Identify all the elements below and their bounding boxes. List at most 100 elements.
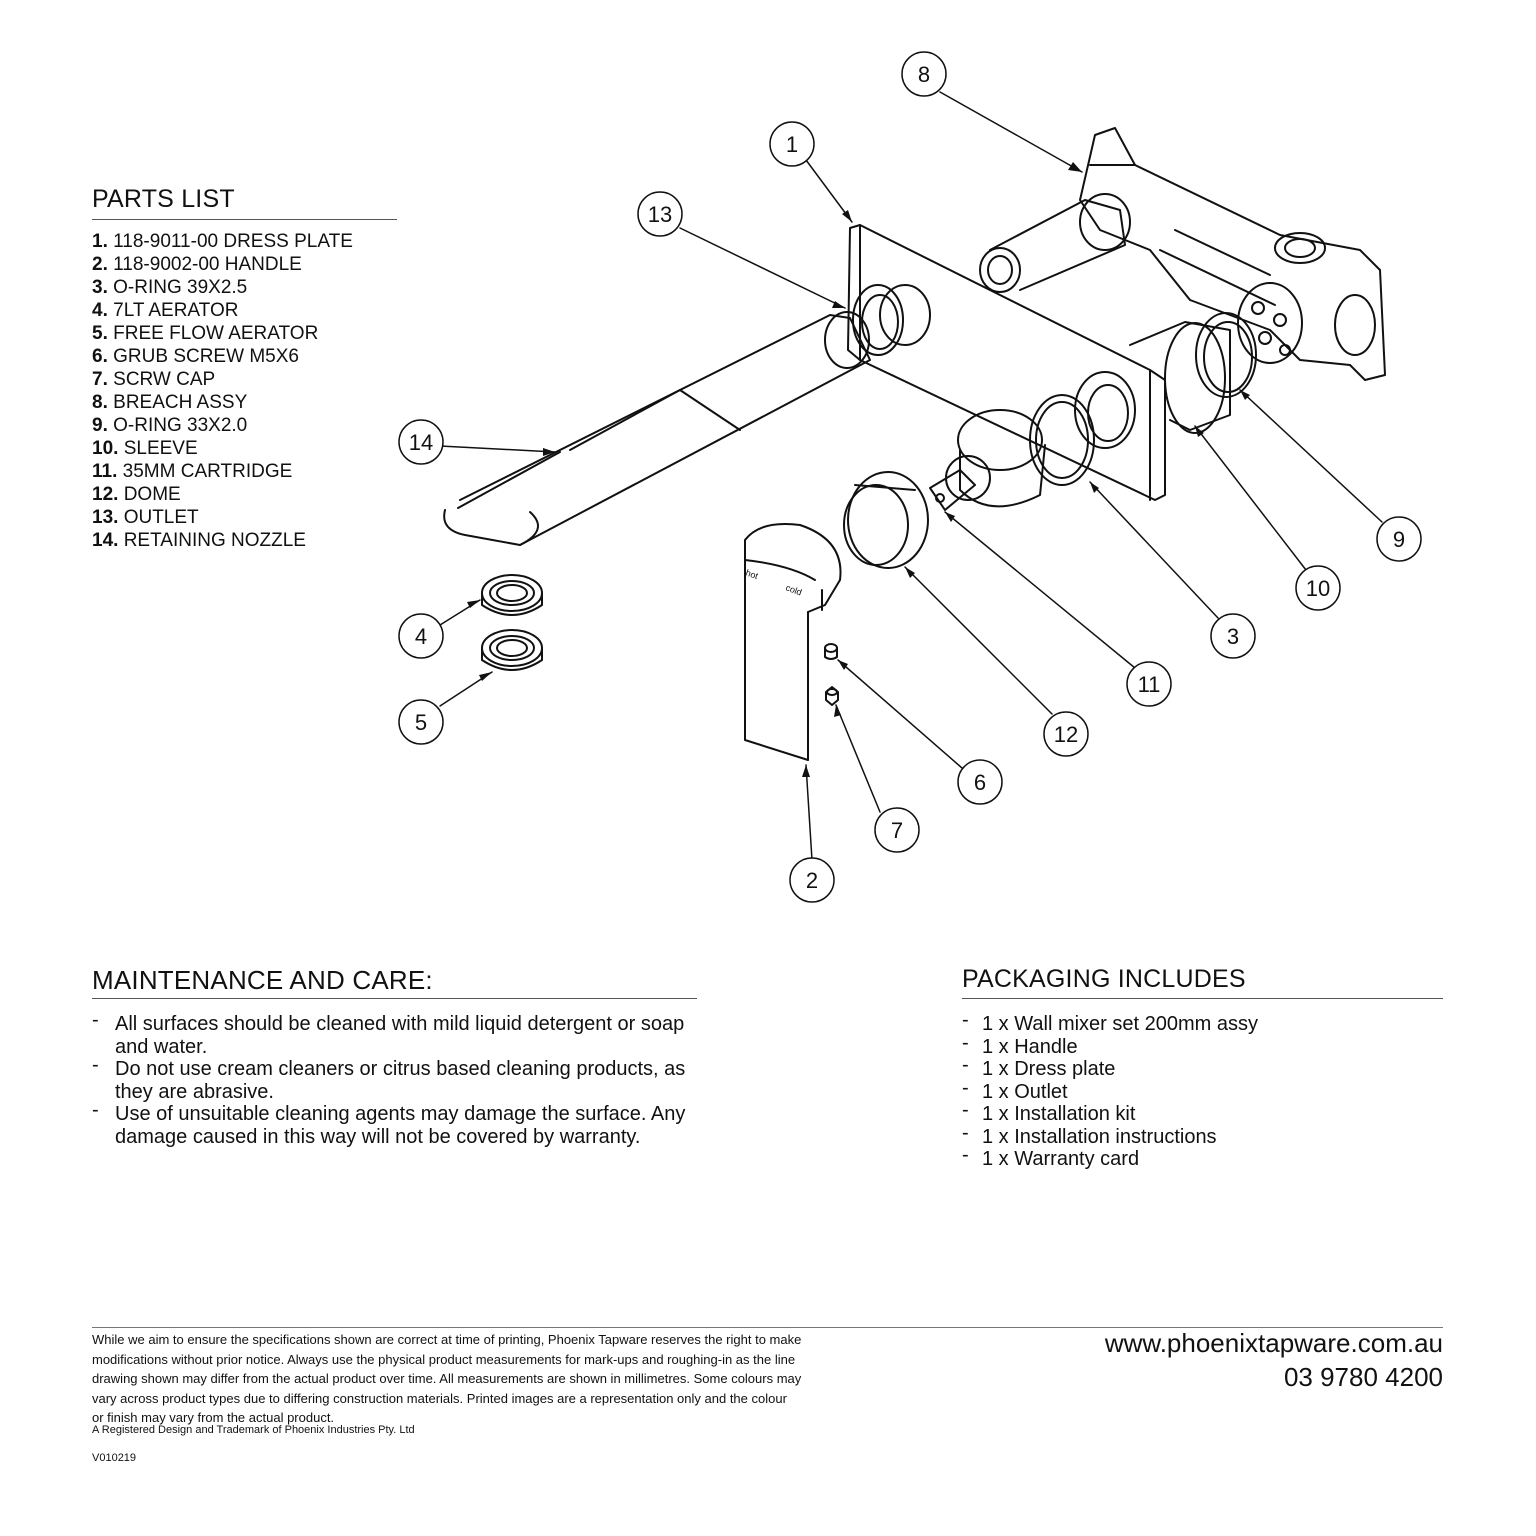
- callout-12: [1043, 711, 1089, 757]
- callout-label-2: 2: [806, 868, 818, 893]
- packaging-divider: [962, 998, 1443, 999]
- part-description: 118-9002-00 HANDLE: [113, 254, 302, 275]
- part-number: 11.: [92, 461, 118, 482]
- part-number: 8.: [92, 392, 108, 413]
- parts-list-item: 3. O-RING 39X2.5: [92, 276, 353, 299]
- parts-list-item: 10. SLEEVE: [92, 437, 353, 460]
- packaging-item: 1 x Wall mixer set 200mm assy: [962, 1009, 1258, 1036]
- callout-label-12: 12: [1054, 722, 1078, 747]
- part-number: 9.: [92, 415, 108, 436]
- version-code: V010219: [92, 1452, 137, 1464]
- sleeve-part: [1129, 312, 1257, 434]
- parts-list-item: 14. RETAINING NOZZLE: [92, 529, 353, 552]
- part-description: GRUB SCREW M5X6: [113, 346, 299, 367]
- part-number: 13.: [92, 507, 119, 528]
- maintenance-title: MAINTENANCE AND CARE:: [92, 965, 433, 995]
- maintenance-list: All surfaces should be cleaned with mild…: [92, 1009, 702, 1148]
- cold-marking: cold: [784, 582, 803, 597]
- callout-label-5: 5: [415, 710, 427, 735]
- grub-screw-part: [824, 643, 838, 660]
- callout-13: [637, 191, 683, 237]
- o-ring-part: [1029, 394, 1095, 486]
- callout-label-8: 8: [918, 62, 930, 87]
- part-description: DOME: [123, 484, 181, 505]
- part-description: SCRW CAP: [113, 369, 216, 390]
- part-number: 3.: [92, 277, 108, 298]
- packaging-item: 1 x Installation instructions: [962, 1122, 1258, 1149]
- callout-14: [398, 419, 444, 465]
- packaging-item: 1 x Outlet: [962, 1077, 1258, 1104]
- aerator-7lt-part: [481, 574, 543, 616]
- part-number: 12.: [92, 484, 119, 505]
- part-number: 7.: [92, 369, 108, 390]
- part-description: 118-9011-00 DRESS PLATE: [113, 231, 353, 252]
- cartridge-part: [929, 409, 1046, 511]
- parts-list-item: 7. SCRW CAP: [92, 368, 353, 391]
- parts-list-item: 12. DOME: [92, 483, 353, 506]
- footer-divider: [92, 1327, 1443, 1328]
- callout-3: [1210, 613, 1256, 659]
- callout-label-11: 11: [1138, 672, 1161, 697]
- exploded-parts-diagram: hot cold: [398, 51, 1422, 903]
- maintenance-item: All surfaces should be cleaned with mild…: [92, 1009, 702, 1058]
- callout-5: [398, 699, 444, 745]
- parts-list-title: PARTS LIST: [92, 185, 235, 213]
- part-description: BREACH ASSY: [113, 392, 248, 413]
- outlet-part: [459, 284, 904, 546]
- callout-6: [957, 759, 1003, 805]
- callout-label-6: 6: [974, 770, 986, 795]
- handle-part: [744, 523, 842, 761]
- packaging-item: 1 x Warranty card: [962, 1144, 1258, 1171]
- maintenance-divider: [92, 998, 697, 999]
- hot-marking: hot: [744, 567, 760, 581]
- part-number: 5.: [92, 323, 108, 344]
- callout-2: [789, 857, 835, 903]
- parts-list-item: 4. 7LT AERATOR: [92, 299, 353, 322]
- packaging-list: 1 x Wall mixer set 200mm assy 1 x Handle…: [962, 1009, 1258, 1171]
- part-description: O-RING 33X2.0: [113, 415, 248, 436]
- parts-list-item: 1. 118-9011-00 DRESS PLATE: [92, 230, 353, 253]
- part-description: O-RING 39X2.5: [113, 277, 248, 298]
- maintenance-item: Do not use cream cleaners or citrus base…: [92, 1054, 702, 1103]
- retaining-nozzle-part: [443, 451, 561, 546]
- part-number: 2.: [92, 254, 108, 275]
- parts-list-item: 13. OUTLET: [92, 506, 353, 529]
- parts-list-divider: [92, 219, 397, 220]
- part-number: 4.: [92, 300, 108, 321]
- part-number: 1.: [92, 231, 108, 252]
- part-description: RETAINING NOZZLE: [123, 530, 306, 551]
- parts-list: 1. 118-9011-00 DRESS PLATE 2. 118-9002-0…: [92, 230, 353, 552]
- part-description: SLEEVE: [123, 438, 198, 459]
- dome-part: [843, 471, 929, 569]
- packaging-item: 1 x Installation kit: [962, 1099, 1258, 1126]
- part-description: OUTLET: [123, 507, 199, 528]
- part-number: 14.: [92, 530, 119, 551]
- callout-label-13: 13: [648, 202, 672, 227]
- callout-label-7: 7: [891, 818, 903, 843]
- parts-list-item: 5. FREE FLOW AERATOR: [92, 322, 353, 345]
- part-description: FREE FLOW AERATOR: [113, 323, 319, 344]
- callout-8: [901, 51, 947, 97]
- callout-label-14: 14: [409, 430, 433, 455]
- parts-list-item: 9. O-RING 33X2.0: [92, 414, 353, 437]
- callout-4: [398, 613, 444, 659]
- maintenance-item: Use of unsuitable cleaning agents may da…: [92, 1099, 702, 1148]
- screw-cap-part: [825, 686, 839, 706]
- callout-11: [1126, 661, 1172, 707]
- parts-list-item: 6. GRUB SCREW M5X6: [92, 345, 353, 368]
- callout-label-1: 1: [786, 132, 798, 157]
- callout-label-9: 9: [1393, 527, 1405, 552]
- callout-label-3: 3: [1227, 624, 1239, 649]
- phone-number: 03 9780 4200: [1283, 1362, 1443, 1392]
- registered-trademark-text: A Registered Design and Trademark of Pho…: [92, 1424, 415, 1436]
- disclaimer-text: While we aim to ensure the specification…: [92, 1332, 802, 1425]
- packaging-title: PACKAGING INCLUDES: [962, 965, 1246, 993]
- part-description: 7LT AERATOR: [113, 300, 239, 321]
- callout-1: [769, 121, 815, 167]
- callout-label-4: 4: [415, 624, 427, 649]
- parts-list-item: 8. BREACH ASSY: [92, 391, 353, 414]
- aerator-free-flow-part: [481, 629, 543, 671]
- part-description: 35MM CARTRIDGE: [122, 461, 293, 482]
- website-link[interactable]: www.phoenixtapware.com.au: [1104, 1328, 1443, 1358]
- packaging-item: 1 x Dress plate: [962, 1054, 1258, 1081]
